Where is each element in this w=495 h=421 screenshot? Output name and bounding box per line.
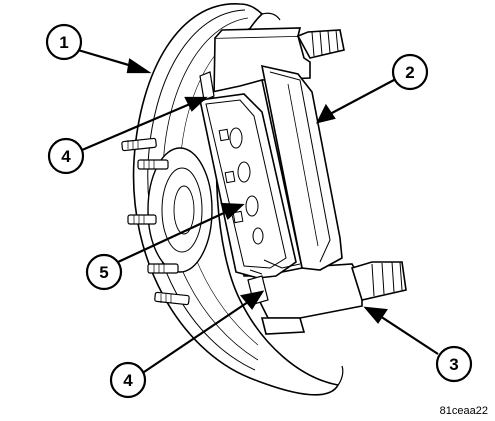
callout-2-label: 2	[405, 63, 414, 82]
callout-1: 1	[45, 23, 83, 61]
callout-1-label: 1	[59, 33, 68, 52]
callout-4-upper-label: 4	[61, 147, 71, 166]
callout-3-label: 3	[449, 355, 458, 374]
figure-id: 81ceaa22	[440, 405, 488, 417]
callout-5: 5	[85, 253, 123, 291]
callout-3: 3	[435, 345, 473, 383]
inboard-brake-pad	[199, 71, 301, 305]
callout-2: 2	[391, 53, 429, 91]
callout-4-upper: 4	[47, 137, 85, 175]
outboard-brake-pad	[260, 64, 343, 271]
callout-5-label: 5	[99, 263, 108, 282]
wheel-studs	[121, 137, 190, 306]
callout-4-lower-label: 4	[123, 371, 133, 390]
callout-4-lower: 4	[109, 361, 147, 399]
leader-lines	[77, 48, 439, 373]
